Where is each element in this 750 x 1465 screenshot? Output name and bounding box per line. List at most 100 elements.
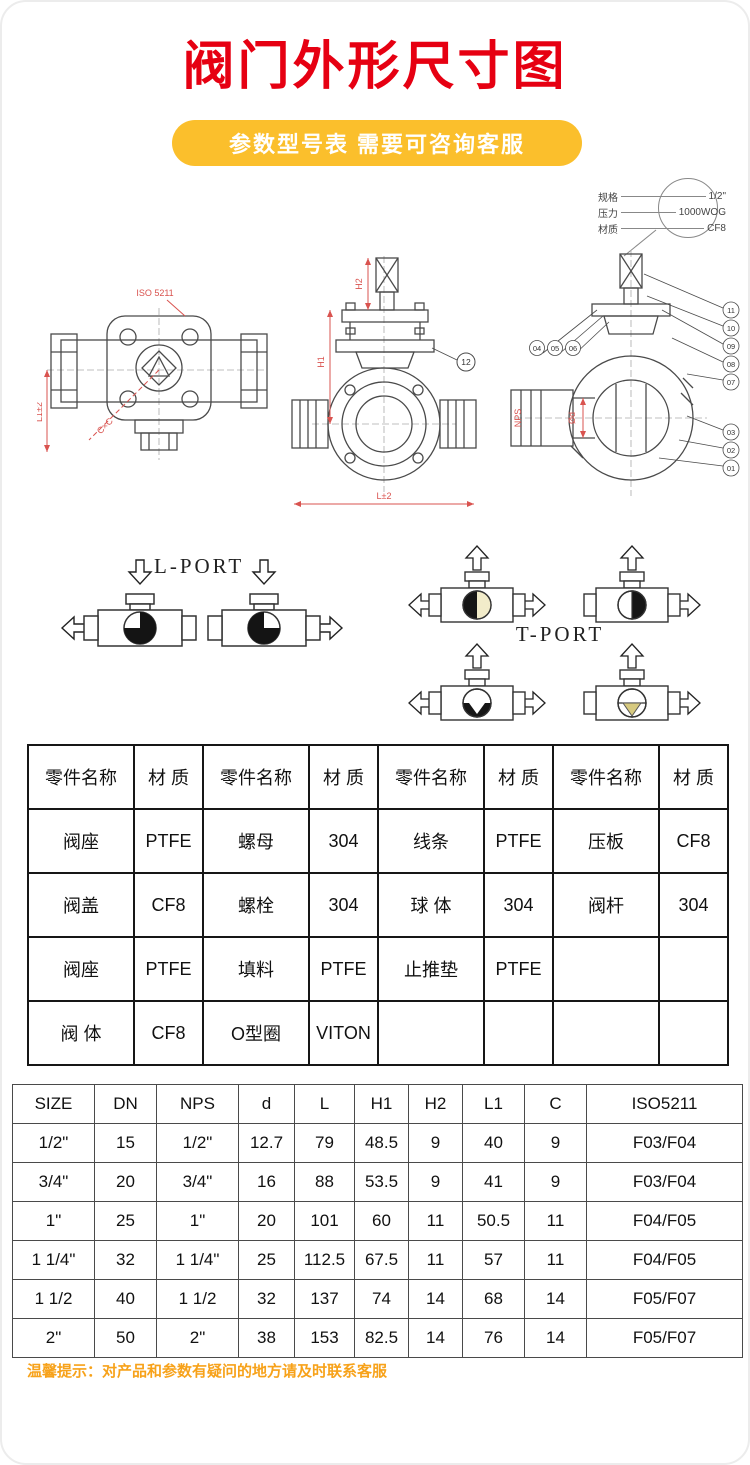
parts-row: 阀座 PTFE 螺母 304 线条 PTFE 压板 CF8 xyxy=(27,808,729,874)
arrow-left-icon xyxy=(408,690,432,716)
t-port-ball-passage xyxy=(622,702,642,717)
size-row: 3/4" 20 3/4" 16 88 53.5 9 41 9 F03/F04 xyxy=(12,1162,743,1202)
parts-header-cell: 材 质 xyxy=(483,744,554,810)
size-cell: 60 xyxy=(354,1201,409,1241)
parts-cell: PTFE xyxy=(483,808,554,874)
t-port-ball-passage xyxy=(463,591,477,619)
footer-notice: 温馨提示：对产品和参数有疑问的地方请及时联系客服 xyxy=(27,1360,387,1381)
centerlines xyxy=(515,250,707,496)
size-cell: 1 1/2 xyxy=(156,1279,239,1319)
section-view-drawing: NPS Ød 04 05 06 11 10 09 08 07 03 02 01 xyxy=(510,250,740,496)
arrow-up-icon xyxy=(464,545,490,571)
side-view-drawing: H2 H1 L±2 12 xyxy=(291,256,477,507)
parts-cell xyxy=(658,1000,729,1066)
size-cell: 88 xyxy=(294,1162,355,1202)
dim-l-label: L±2 xyxy=(377,491,392,501)
size-row: 1" 25 1" 20 101 60 11 50.5 11 F04/F05 xyxy=(12,1201,743,1241)
arrow-left-icon xyxy=(60,615,87,641)
t-port-ball-passage xyxy=(477,591,491,619)
leader-line xyxy=(621,211,676,213)
front-view-drawing: ISO 5211 L1±2 C×C xyxy=(37,288,268,460)
size-cell: 20 xyxy=(238,1201,295,1241)
dim-cxc-label: C×C xyxy=(95,416,115,436)
dimension-labels: NPS Ød xyxy=(513,398,586,438)
size-cell: 1/2" xyxy=(12,1123,95,1163)
size-cell: 32 xyxy=(238,1279,295,1319)
spec-callout-circle xyxy=(658,178,718,238)
size-cell: 79 xyxy=(294,1123,355,1163)
size-cell: 3/4" xyxy=(156,1162,239,1202)
parts-header-cell: 零件名称 xyxy=(202,744,310,810)
parts-cell: PTFE xyxy=(308,936,379,1002)
spec-label: 规格 xyxy=(598,192,618,204)
parts-cell xyxy=(483,1000,554,1066)
parts-header-cell: 材 质 xyxy=(308,744,379,810)
t-port-valve-3 xyxy=(408,643,546,721)
size-cell: 53.5 xyxy=(354,1162,409,1202)
dimension-labels: H2 H1 L±2 xyxy=(294,258,474,507)
size-header-cell: d xyxy=(238,1084,295,1124)
page-title: 阀门外形尺寸图 xyxy=(182,38,568,96)
banner-text: 参数型号表 需要可咨询客服 xyxy=(228,132,526,157)
t-port-valve-4 xyxy=(583,643,701,721)
parts-header-cell: 材 质 xyxy=(133,744,204,810)
parts-cell xyxy=(658,936,729,1002)
parts-cell: CF8 xyxy=(133,1000,204,1066)
parts-cell xyxy=(552,1000,660,1066)
callout-02: 02 xyxy=(727,446,735,455)
parts-cell: PTFE xyxy=(133,808,204,874)
callout-12: 12 xyxy=(431,347,476,372)
parts-cell: 止推垫 xyxy=(377,936,485,1002)
size-row: 2" 50 2" 38 153 82.5 14 76 14 F05/F07 xyxy=(12,1318,743,1358)
arrow-down-icon xyxy=(127,559,153,586)
leader-line xyxy=(621,227,705,229)
size-cell: 1 1/2 xyxy=(12,1279,95,1319)
size-cell: 112.5 xyxy=(294,1240,355,1280)
size-cell: F04/F05 xyxy=(586,1240,743,1280)
l-port-ball-passage xyxy=(248,612,280,644)
banner: 参数型号表 需要可咨询客服 xyxy=(172,120,582,166)
size-header-cell: L xyxy=(294,1084,355,1124)
size-cell: 15 xyxy=(94,1123,157,1163)
size-cell: 74 xyxy=(354,1279,409,1319)
size-cell: 2" xyxy=(12,1318,95,1358)
arrow-right-icon xyxy=(677,690,701,716)
arrow-left-icon xyxy=(408,592,432,618)
size-header-cell: NPS xyxy=(156,1084,239,1124)
dimension-lines xyxy=(294,258,474,505)
parts-table: 零件名称 材 质 零件名称 材 质 零件名称 材 质 零件名称 材 质 阀座 P… xyxy=(27,744,729,1066)
arrow-up-icon xyxy=(619,643,645,669)
parts-cell: 阀杆 xyxy=(552,872,660,938)
size-cell: 11 xyxy=(408,1201,463,1241)
dim-h1-label: H1 xyxy=(316,356,326,368)
size-cell: 50 xyxy=(94,1318,157,1358)
spec-callout: 规格 1/2" 压力 1000WOG 材质 CF8 xyxy=(598,188,726,236)
size-cell: 137 xyxy=(294,1279,355,1319)
parts-cell: VITON xyxy=(308,1000,379,1066)
size-table: SIZE DN NPS d L H1 H2 L1 C ISO5211 1/2" … xyxy=(12,1084,743,1358)
parts-cell: CF8 xyxy=(133,872,204,938)
parts-header-cell: 材 质 xyxy=(658,744,729,810)
parts-row: 阀盖 CF8 螺栓 304 球 体 304 阀杆 304 xyxy=(27,872,729,938)
callout-04: 04 xyxy=(533,344,541,353)
size-cell: 76 xyxy=(462,1318,525,1358)
size-cell: 67.5 xyxy=(354,1240,409,1280)
callout-06: 06 xyxy=(569,344,577,353)
arrow-up-icon xyxy=(464,643,490,669)
flow-arrows xyxy=(408,643,546,716)
spec-label: 压力 xyxy=(598,208,618,220)
parts-header-row: 零件名称 材 质 零件名称 材 质 零件名称 材 质 零件名称 材 质 xyxy=(27,744,729,810)
size-cell: 153 xyxy=(294,1318,355,1358)
l-port-ball-passage xyxy=(124,612,156,644)
spec-value: 1000WOG xyxy=(678,206,726,218)
parts-cell: 阀座 xyxy=(27,808,135,874)
parts-cell: 304 xyxy=(308,808,379,874)
part-callouts: 04 05 06 11 10 09 08 07 03 02 01 xyxy=(529,273,740,477)
size-cell: F04/F05 xyxy=(586,1201,743,1241)
size-cell: 1 1/4" xyxy=(12,1240,95,1280)
callout-10: 10 xyxy=(727,324,735,333)
flow-arrows xyxy=(408,545,546,618)
parts-cell xyxy=(552,936,660,1002)
arrow-right-icon xyxy=(522,690,546,716)
